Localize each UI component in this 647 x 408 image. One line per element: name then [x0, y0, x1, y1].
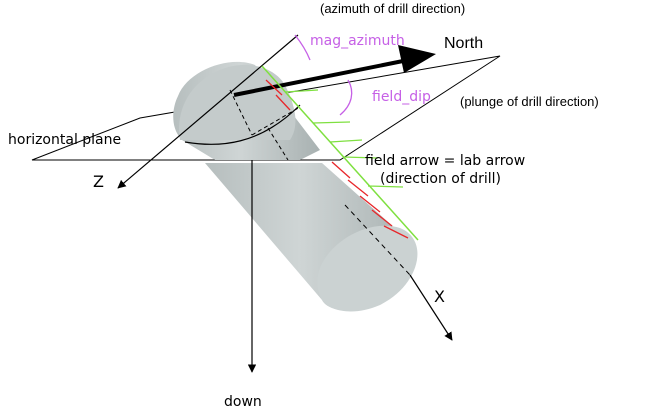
dashed-line-1: [229, 89, 253, 136]
cylinder-cut-ellipse: [184, 104, 301, 145]
green-feathers: [284, 89, 404, 188]
north-arrow-line: [233, 58, 409, 97]
dashed-line-2: [251, 106, 301, 136]
field-arrow-label-line2: (direction of drill): [380, 171, 501, 187]
down-label: down: [224, 394, 262, 408]
z-axis-label: Z: [93, 172, 104, 191]
z-axis-line: [117, 34, 299, 189]
field-dip-label: field_dip: [372, 89, 431, 105]
mag-azimuth-arc: [294, 34, 311, 61]
field-arrow-label-line1: field arrow = lab arrow: [365, 153, 525, 169]
cylinder-bottom-end: [317, 225, 418, 312]
dashed-line-3: [267, 127, 289, 161]
x-axis-line: [409, 274, 453, 341]
mag-azimuth-label: mag_azimuth: [310, 33, 405, 49]
azimuth-note-label: (azimuth of drill direction): [320, 1, 465, 16]
north-label: North: [444, 35, 483, 52]
field-dip-arc: [339, 79, 353, 116]
field-green-line: [261, 65, 419, 241]
x-axis-label: X: [434, 287, 445, 306]
plunge-note-label: (plunge of drill direction): [460, 94, 599, 109]
north-arrowhead: [398, 45, 436, 73]
horizontal-plane: [31, 55, 501, 161]
dashed-axis-segment: [344, 204, 411, 276]
horizontal-plane-label: horizontal plane: [8, 132, 121, 148]
red-ticks: [265, 79, 409, 239]
cylinder-top-face: [179, 64, 296, 140]
